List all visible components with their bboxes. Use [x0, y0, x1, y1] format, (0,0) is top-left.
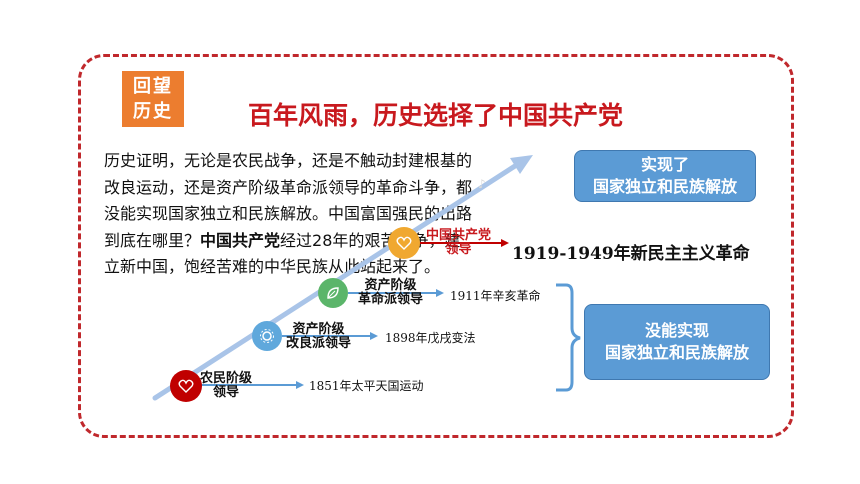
- stage-label-reformist: 资产阶级改良派领导: [286, 322, 352, 351]
- page-title: 百年风雨，历史选择了中国共产党: [248, 101, 624, 130]
- body-text-before: 历史证明，无论是农民战争，还是不触动封建根基的改良运动，还是资产阶级革命派领导的…: [104, 151, 473, 250]
- heart-icon: [178, 379, 194, 393]
- stage-label-revolutionary: 资产阶级革命派领导: [358, 278, 424, 307]
- outcome-failed-line-1: 没能实现: [644, 321, 709, 340]
- gear-icon: [260, 329, 274, 343]
- outcome-achieved-box: 实现了 国家独立和民族解放: [574, 150, 756, 202]
- outcome-achieved-line-2: 国家独立和民族解放: [592, 177, 737, 196]
- badge-line-2: 历史: [133, 101, 173, 122]
- stage-label-communist-party: 中国共产党领导: [426, 228, 492, 257]
- arrow-connector-4-head: [501, 239, 509, 247]
- stage-label-peasant: 农民阶级领导: [200, 371, 253, 400]
- swirl-decoration: ♪: [478, 177, 486, 191]
- badge-line-1: 回望: [133, 76, 173, 97]
- main-arrow-head: [510, 155, 533, 174]
- dashed-frame: [78, 54, 794, 438]
- arrow-connector-2-head: [370, 332, 378, 340]
- body-paragraph: 历史证明，无论是农民战争，还是不触动封建根基的改良运动，还是资产阶级革命派领导的…: [104, 148, 476, 281]
- review-history-badge: 回望 历史: [122, 71, 184, 127]
- event-taiping: 1851年太平天国运动: [309, 379, 424, 393]
- peasant-node: [170, 370, 202, 402]
- leaf-icon: [327, 287, 339, 299]
- outcome-failed-line-2: 国家独立和民族解放: [604, 343, 749, 362]
- communist-party-node: [388, 227, 420, 259]
- event-wuxu: 1898年戊戌变法: [385, 331, 476, 345]
- reformist-node: [252, 321, 282, 351]
- outcome-failed-box: 没能实现 国家独立和民族解放: [584, 304, 770, 380]
- heart-icon: [396, 236, 412, 250]
- body-emphasis: 中国共产党: [200, 230, 281, 250]
- bracket-icon: [556, 283, 581, 392]
- arrow-connector-3-head: [436, 289, 444, 297]
- outcome-achieved-line-1: 实现了: [640, 155, 689, 174]
- event-xinhai: 1911年辛亥革命: [450, 289, 541, 303]
- event-new-democratic-revolution: 1919-1949年新民主主义革命: [512, 244, 750, 264]
- arrow-connector-1-head: [296, 381, 304, 389]
- revolutionary-node: [318, 278, 348, 308]
